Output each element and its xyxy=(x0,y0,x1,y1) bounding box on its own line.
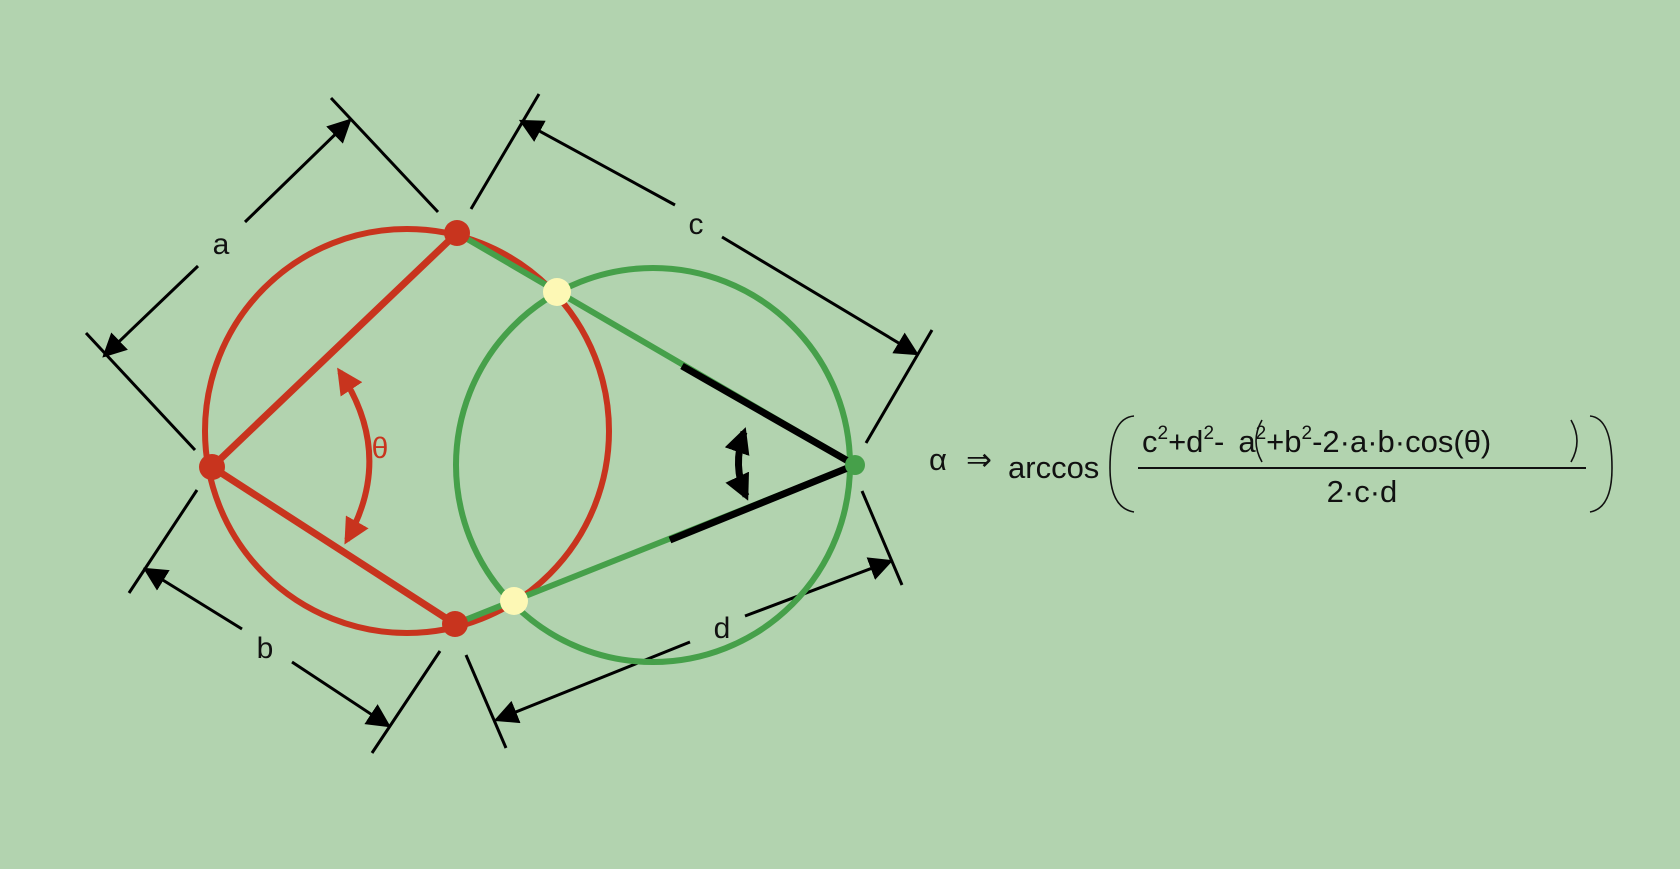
formula-alpha: α xyxy=(929,442,947,477)
vertex-left xyxy=(199,454,225,480)
vertex-right xyxy=(845,455,865,475)
intersection-lower xyxy=(500,587,528,615)
alpha-formula: α ⇒ arccos c2+d2-a2+b2-2·a·b·cos(θ) 2·c·… xyxy=(929,415,1613,513)
label-a: a xyxy=(213,228,230,261)
dim-b-arrow-left xyxy=(142,567,243,631)
formula-arccos: arccos xyxy=(1008,450,1099,485)
dim-b-arrow-right xyxy=(291,660,392,728)
red-circle xyxy=(202,226,612,636)
dim-b-tick-right xyxy=(370,650,442,754)
formula-denominator: 2·c·d xyxy=(1327,474,1398,509)
dim-a-arrow-right xyxy=(243,118,352,224)
label-d: d xyxy=(714,612,731,645)
side-a-line xyxy=(209,230,460,470)
alpha-ray-upper xyxy=(680,362,857,469)
formula-inner-paren-right xyxy=(1570,419,1578,463)
label-b: b xyxy=(257,632,274,665)
dimension-a xyxy=(84,96,440,452)
formula-paren-right xyxy=(1589,415,1613,513)
dim-b-tick-left xyxy=(127,489,199,594)
intersection-upper xyxy=(543,278,571,306)
dim-a-arrow-left xyxy=(102,264,200,358)
dimension-c xyxy=(469,93,934,444)
vertex-top xyxy=(444,220,470,246)
dim-c-arrow-right xyxy=(721,235,920,356)
dim-d-arrow-left xyxy=(493,640,691,724)
dim-c-arrow-left xyxy=(518,119,676,207)
vertex-bottom xyxy=(442,611,468,637)
alpha-angle-arc xyxy=(724,427,750,501)
formula-numerator: c2+d2-a2+b2-2·a·b·cos(θ) xyxy=(1142,423,1491,459)
dim-d-tick-right xyxy=(860,490,904,586)
dimension-b xyxy=(127,489,442,754)
label-theta: θ xyxy=(372,432,389,465)
theta-angle-arc xyxy=(337,367,373,545)
formula-inner-paren-left xyxy=(1255,419,1263,463)
label-c: c xyxy=(689,208,704,241)
dim-a-tick-left xyxy=(84,331,197,452)
dim-c-tick-left xyxy=(469,93,541,210)
dim-c-tick-right xyxy=(864,329,934,444)
dimension-d xyxy=(464,490,904,749)
dim-d-arrow-right xyxy=(744,557,894,618)
alpha-ray-lower xyxy=(668,461,857,544)
formula-paren-left xyxy=(1109,415,1135,513)
side-b-line xyxy=(210,464,457,627)
dim-d-tick-left xyxy=(464,654,508,749)
formula-implies: ⇒ xyxy=(966,442,992,477)
dim-a-tick-right xyxy=(329,96,440,214)
